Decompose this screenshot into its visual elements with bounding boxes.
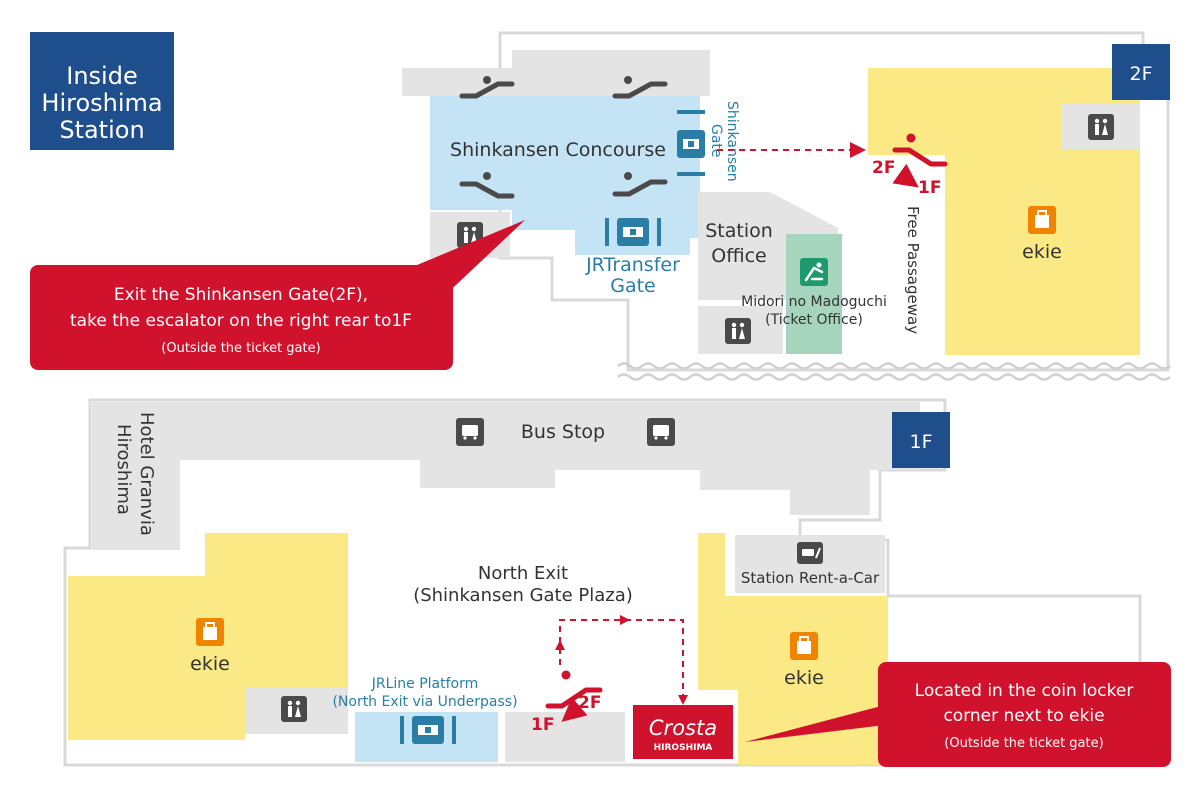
svg-text:2F: 2F [1129, 63, 1152, 85]
concourse-label: Shinkansen Concourse [450, 139, 666, 161]
svg-text:1F: 1F [909, 431, 932, 453]
escalator-base-area [505, 712, 625, 762]
escalator-icon [612, 76, 668, 99]
crosta-logo: Crosta HIROSHIMA [633, 705, 733, 759]
ekie-label-right: ekie [784, 667, 824, 689]
ticket-office-icon [800, 258, 828, 286]
jr-platform-label-2: (North Exit via Underpass) [332, 694, 517, 710]
free-passageway-label: Free Passageway [904, 206, 922, 334]
shinkansen-gate-label-1: Shinkansen [724, 101, 740, 182]
title-line-2: Hiroshima [41, 89, 162, 117]
callout-upper-line-3: (Outside the ticket gate) [161, 341, 320, 356]
midori-area [786, 234, 842, 354]
callout-lower-line-2: corner next to ekie [943, 706, 1104, 726]
jr-transfer-gate: JRTransfer Gate [585, 218, 680, 297]
escalator-upper-from-label: 2F [872, 158, 895, 178]
callout-lower-line-3: (Outside the ticket gate) [944, 736, 1103, 751]
jr-transfer-gate-label-2: Gate [610, 275, 656, 297]
escalator-icon [459, 76, 515, 99]
bus-stop-area [180, 402, 920, 515]
midori-label-2: (Ticket Office) [765, 312, 863, 328]
floor-badge-1f: 1F [892, 412, 950, 468]
wave-break-line [617, 362, 1171, 370]
jr-platform-gate [400, 716, 456, 744]
escalator-icon [612, 172, 668, 197]
shopping-bag-icon [1028, 206, 1056, 234]
north-exit-label-2: (Shinkansen Gate Plaza) [413, 585, 633, 606]
ekie-label-left: ekie [190, 653, 230, 675]
rent-a-car-label: Station Rent-a-Car [741, 569, 880, 587]
escalator-lower-from-label: 2F [578, 693, 601, 713]
wave-break-line [617, 373, 1171, 381]
escalator-icon [892, 133, 948, 188]
north-exit-label-1: North Exit [478, 563, 568, 584]
hotel-area [92, 402, 180, 550]
restroom-icon [281, 696, 307, 722]
gate-icon [412, 716, 444, 744]
bus-stop-label: Bus Stop [521, 421, 605, 443]
restroom-icon [725, 318, 751, 344]
title-block: Inside Hiroshima Station [30, 32, 174, 150]
crosta-logo-text: Crosta [649, 716, 717, 740]
station-office-label-2: Office [711, 245, 766, 267]
escalator-upper-to-label: 1F [918, 178, 941, 198]
callout-upper: Exit the Shinkansen Gate(2F), take the e… [30, 220, 525, 370]
jr-transfer-gate-label-1: JRTransfer [585, 254, 680, 276]
jr-platform-label-1: JRLine Platform [371, 676, 479, 692]
escalator-icon [545, 670, 603, 722]
station-office-label-1: Station [705, 220, 773, 242]
crosta-logo-sub: HIROSHIMA [654, 743, 713, 753]
shinkansen-gate-label-2: Gate [708, 124, 724, 158]
gate-icon [677, 130, 705, 158]
callout-upper-line-2: take the escalator on the right rear to1… [70, 311, 412, 331]
shopping-bag-icon [196, 618, 224, 646]
midori-label-1: Midori no Madoguchi [741, 294, 887, 310]
restroom-icon [1088, 114, 1114, 140]
escalator-icon [459, 172, 515, 199]
shinkansen-concourse-area [430, 96, 700, 255]
floor-badge-2f: 2F [1112, 44, 1170, 100]
hotel-label-1: Hotel Granvia [136, 412, 157, 536]
ekie-label-upper: ekie [1022, 241, 1062, 263]
callout-upper-line-1: Exit the Shinkansen Gate(2F), [114, 285, 368, 305]
shopping-bag-icon [790, 632, 818, 660]
rent-a-car-icon [797, 542, 823, 564]
bus-icon [647, 418, 675, 446]
title-line-1: Inside [66, 62, 137, 90]
shinkansen-gate: Shinkansen Gate [677, 101, 740, 182]
escalator-lower-to-label: 1F [531, 715, 554, 735]
hotel-label-2: Hiroshima [113, 424, 134, 515]
upper-floor [402, 31, 1171, 381]
gate-icon [617, 218, 649, 246]
callout-lower: Located in the coin locker corner next t… [745, 662, 1171, 767]
callout-lower-line-1: Located in the coin locker [915, 681, 1134, 701]
title-line-3: Station [59, 116, 144, 144]
bus-icon [456, 418, 484, 446]
upper-gray-strip [402, 50, 710, 96]
